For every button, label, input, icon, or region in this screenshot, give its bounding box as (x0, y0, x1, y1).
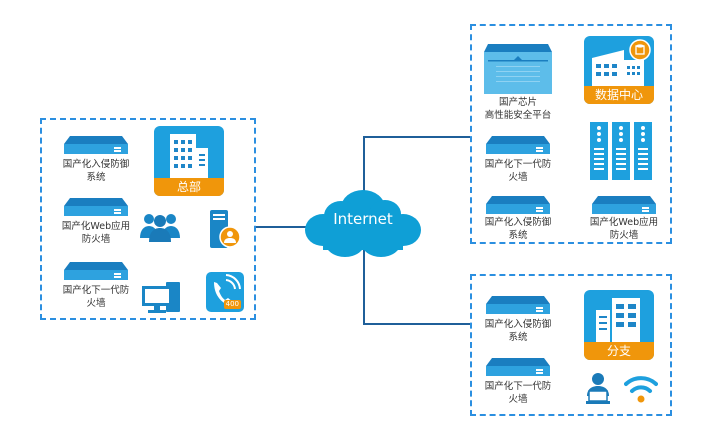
link-branch (363, 323, 470, 325)
phone-400-tile: 400 (206, 272, 244, 312)
building-icon (170, 134, 208, 178)
dc-device-waf-label: 国产化Web应用 防火墙 (589, 217, 659, 241)
server-user-icon (210, 210, 241, 248)
rack-device-icon (486, 296, 550, 314)
branch-building-label: 分支 (584, 342, 654, 360)
dc-device-ips-label: 国产化入侵防御 系统 (484, 217, 552, 241)
rack-device-icon (486, 196, 550, 214)
rack-device-icon (592, 196, 656, 214)
internet-label: Internet (333, 210, 393, 228)
branch-device-ips-label: 国产化入侵防御 系统 (484, 319, 552, 343)
headquarters-zone: 国产化入侵防御 系统 国产化Web应用 防火墙 国产化下一代防 火墙 总部 (40, 118, 256, 320)
datacenter-building-label: 数据中心 (584, 86, 654, 104)
branch-zone: 国产化入侵防御 系统 国产化下一代防 火墙 分支 (470, 274, 672, 416)
link-hq-cloud (255, 226, 307, 228)
rack-device-icon (486, 136, 550, 154)
security-platform-label: 国产芯片 高性能安全平台 (484, 97, 552, 121)
database-icon (635, 44, 645, 55)
rack-device-icon (64, 262, 128, 280)
phone-400-badge: 400 (223, 300, 241, 309)
user-laptop-icon (586, 373, 610, 404)
cloud-icon (305, 190, 421, 257)
datacenter-building-icon (592, 39, 651, 86)
branch-building-tile: 分支 (584, 290, 654, 360)
datacenter-zone: 国产芯片 高性能安全平台 数据中心 (470, 24, 672, 244)
datacenter-building-tile: 数据中心 (584, 36, 654, 104)
rack-device-icon (64, 198, 128, 216)
hq-device-ngfw-label: 国产化下一代防 火墙 (62, 285, 130, 309)
dc-device-ngfw-label: 国产化下一代防 火墙 (484, 159, 552, 183)
branch-building-icon (596, 298, 640, 342)
rack-device-icon (64, 136, 128, 154)
security-platform-icon (484, 44, 552, 94)
server-racks-icon (590, 122, 652, 180)
branch-device-ngfw-label: 国产化下一代防 火墙 (484, 381, 552, 405)
users-group-icon (140, 214, 180, 242)
rack-device-icon (486, 358, 550, 376)
internet-cloud: Internet (303, 186, 423, 260)
link-datacenter (363, 136, 470, 138)
desktop-computer-icon (142, 282, 180, 313)
hq-device-ips-label: 国产化入侵防御 系统 (62, 159, 130, 183)
hq-building-label: 总部 (154, 178, 224, 196)
wifi-icon (624, 376, 658, 403)
hq-building-tile: 总部 (154, 126, 224, 196)
hq-device-waf-label: 国产化Web应用 防火墙 (61, 221, 131, 245)
